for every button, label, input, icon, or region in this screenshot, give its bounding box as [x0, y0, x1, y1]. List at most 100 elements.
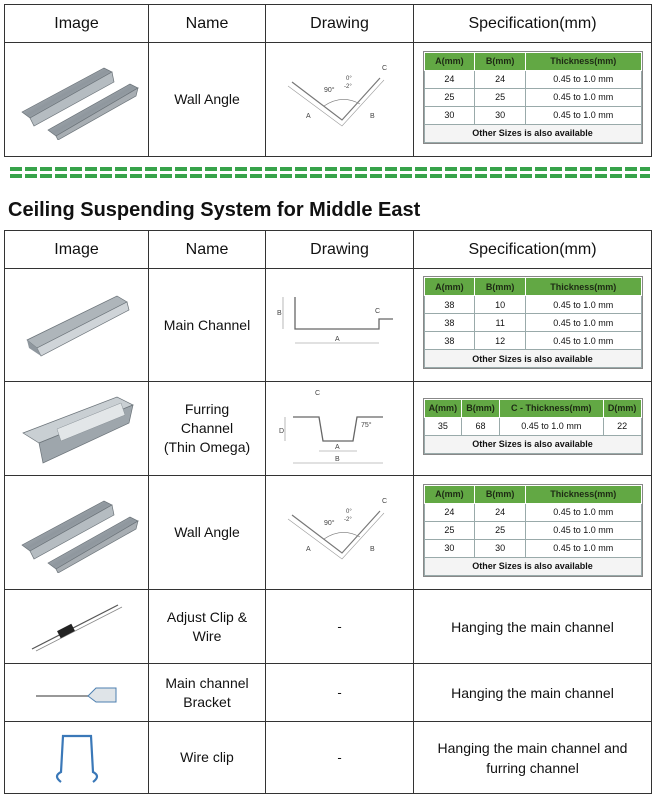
angle-label: 90° — [324, 519, 335, 527]
spec-cell: 30 — [423, 105, 476, 125]
spec-cell: 30 — [474, 538, 527, 558]
dimension-b-label: B — [370, 113, 375, 120]
table-row: Furring Channel (Thin Omega) D A B C 75°… — [4, 381, 652, 476]
main-channel-photo — [25, 295, 129, 357]
wall-angle-image — [4, 475, 149, 590]
furring-channel-photo — [21, 396, 134, 464]
furring-channel-drawing: D A B C 75° — [265, 381, 414, 476]
name-line: Furring — [184, 401, 230, 417]
header-name: Name — [148, 4, 266, 43]
product-name: Main Channel — [148, 268, 266, 382]
spec-col-d: D(mm) — [602, 398, 642, 418]
dimension-c-label: C — [382, 498, 387, 505]
spec-cell: 0.45 to 1.0 mm — [525, 331, 642, 350]
main-channel-image — [4, 268, 149, 382]
dimension-b-label: B — [370, 546, 375, 553]
spec-col-thickness: Thickness(mm) — [525, 484, 642, 504]
name-line: Channel — [180, 420, 234, 436]
dimension-c-label: C — [375, 308, 380, 315]
table-row: Wall Angle 90° 0° -2° A B C A(mm)B(mm)Th… — [4, 475, 652, 590]
drawing-cell: - — [265, 589, 414, 664]
wall-angle-photo — [20, 67, 139, 140]
wall-angle-table: Image Name Drawing Specification(mm) Wal… — [4, 4, 652, 157]
adjust-clip-photo — [31, 603, 122, 651]
specification-cell: Hanging the main channel and furring cha… — [413, 721, 652, 794]
spec-cell: 0.45 to 1.0 mm — [525, 69, 642, 89]
spec-cell: 30 — [474, 105, 527, 125]
spec-col-b: B(mm) — [474, 277, 527, 296]
spec-cell: 25 — [474, 87, 527, 107]
product-name: Wire clip — [148, 721, 266, 794]
wall-angle-diagram: 90° 0° -2° A B C — [287, 65, 387, 126]
spec-cell: 24 — [474, 69, 527, 89]
ceiling-system-table: Image Name Drawing Specification(mm) Mai… — [4, 230, 652, 794]
tolerance-bottom-label: -2° — [344, 84, 352, 90]
spec-col-a: A(mm) — [423, 398, 463, 418]
tolerance-top-label: 0° — [346, 76, 352, 82]
angle-label: 90° — [324, 86, 335, 94]
table-header-row: Image Name Drawing Specification(mm) — [4, 230, 652, 269]
adjust-clip-image — [4, 589, 149, 664]
angle-label: 75° — [361, 421, 372, 429]
header-drawing: Drawing — [265, 4, 414, 43]
spec-cell: 30 — [423, 538, 476, 558]
spec-cell: 0.45 to 1.0 mm — [525, 105, 642, 125]
header-drawing: Drawing — [265, 230, 414, 269]
tolerance-top-label: 0° — [346, 509, 352, 515]
spec-note: Other Sizes is also available — [423, 434, 642, 454]
wall-angle-drawing: 90° 0° -2° A B C — [265, 475, 414, 590]
wire-clip-image — [4, 721, 149, 794]
drawing-cell: - — [265, 721, 414, 794]
header-image: Image — [4, 4, 149, 43]
header-specification: Specification(mm) — [413, 4, 652, 43]
spec-cell: 38 — [423, 331, 476, 350]
table-row: Adjust Clip & Wire - Hanging the main ch… — [4, 589, 652, 664]
header-name: Name — [148, 230, 266, 269]
name-line: Bracket — [183, 693, 231, 710]
header-specification: Specification(mm) — [413, 230, 652, 269]
specification-cell: Hanging the main channel — [413, 663, 652, 722]
spec-note: Other Sizes is also available — [423, 123, 642, 143]
main-channel-diagram: B A C — [277, 297, 393, 344]
specification-cell: Hanging the main channel — [413, 589, 652, 664]
table-row: Main Channel B A C A(mm)B(mm)Thickness(m… — [4, 268, 652, 382]
name-line: Wire — [192, 627, 222, 644]
spec-col-b: B(mm) — [461, 398, 500, 418]
furring-channel-image — [4, 381, 149, 476]
spec-col-a: A(mm) — [423, 51, 476, 71]
dimension-a-label: A — [306, 113, 311, 120]
spec-line: furring channel — [486, 759, 579, 776]
spec-cell: 0.45 to 1.0 mm — [525, 502, 642, 522]
spec-cell: 10 — [474, 295, 527, 314]
product-name: Main channel Bracket — [148, 663, 266, 722]
spec-line: Hanging the main channel and — [437, 739, 628, 756]
spec-cell: 0.45 to 1.0 mm — [498, 416, 604, 436]
main-channel-drawing: B A C — [265, 268, 414, 382]
spec-cell: 22 — [602, 416, 642, 436]
section-divider — [10, 167, 650, 181]
spec-cell: 24 — [423, 69, 476, 89]
section-title: Ceiling Suspending System for Middle Eas… — [8, 199, 421, 221]
spec-cell: 35 — [423, 416, 463, 436]
spec-cell: 0.45 to 1.0 mm — [525, 520, 642, 540]
spec-cell: 38 — [423, 313, 476, 332]
name-line: Adjust Clip & — [166, 608, 248, 625]
spec-cell: 24 — [474, 502, 527, 522]
name-line: (Thin Omega) — [163, 439, 251, 455]
spec-cell: 68 — [461, 416, 500, 436]
spec-note: Other Sizes is also available — [423, 349, 642, 368]
spec-col-thickness: C - Thickness(mm) — [498, 398, 604, 418]
spec-cell: 0.45 to 1.0 mm — [525, 538, 642, 558]
spec-cell: 25 — [423, 520, 476, 540]
wire-clip-photo — [55, 734, 98, 783]
